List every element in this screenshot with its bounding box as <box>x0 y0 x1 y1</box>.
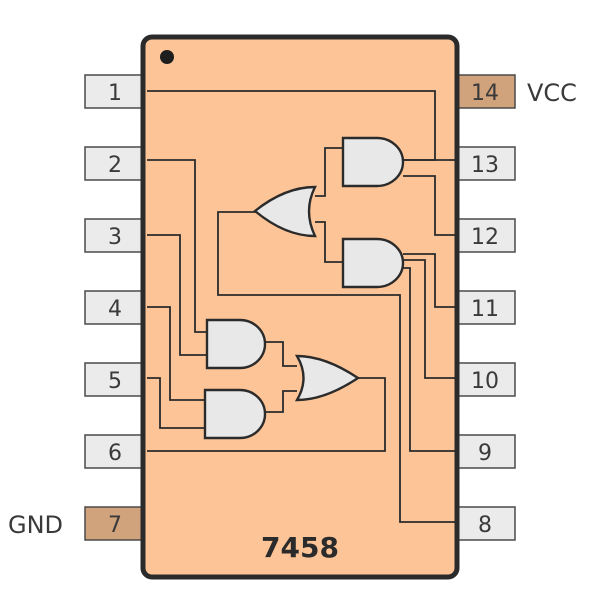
pin-1-box <box>84 74 146 109</box>
pin-5-number: 5 <box>108 369 122 394</box>
and-gate-3 <box>341 136 405 188</box>
and-gate-2 <box>203 388 267 440</box>
pin-12-number: 12 <box>471 225 499 250</box>
and-gate-1 <box>205 318 267 370</box>
pin-12[interactable]: 12 <box>454 218 516 253</box>
or-gate-1 <box>294 354 361 402</box>
pin-10-number: 10 <box>471 369 499 394</box>
left-pins: 1 2 3 4 5 6 7 <box>84 74 146 541</box>
pin-11-number: 11 <box>471 297 499 322</box>
pin-4-number: 4 <box>108 297 122 322</box>
internal-wiring <box>147 90 455 523</box>
vcc-label: VCC <box>527 79 577 107</box>
wire-pin2-and1 <box>147 159 207 333</box>
pin-14-number: 14 <box>471 81 499 106</box>
wire-and4-out-pin9 <box>403 267 455 452</box>
pin-6-number: 6 <box>108 441 122 466</box>
pin-1-marker-dot <box>160 50 174 64</box>
pin-3-box <box>84 218 146 253</box>
part-number-label: 7458 <box>261 531 339 564</box>
pin-7[interactable]: 7 <box>84 506 146 541</box>
wire-and3-in2-pin12 <box>403 175 455 236</box>
pin-7-box <box>84 506 146 541</box>
pin-1-number: 1 <box>108 81 122 106</box>
wire-or2-out-pin8 <box>217 211 455 523</box>
pin-13-number: 13 <box>471 153 499 178</box>
pin-14[interactable]: 14 <box>454 74 516 109</box>
wire-and4-in3-pin10 <box>403 259 455 379</box>
pin-11[interactable]: 11 <box>454 290 516 325</box>
pin-8-box <box>454 506 516 541</box>
pin-4[interactable]: 4 <box>84 290 146 325</box>
pin-2[interactable]: 2 <box>84 146 146 181</box>
pin-9-number: 9 <box>478 441 492 466</box>
pin-1[interactable]: 1 <box>84 74 146 109</box>
wire-or1-out-pin6 <box>147 377 386 452</box>
right-pins: 14 13 12 11 10 9 8 <box>454 74 516 541</box>
pin-2-number: 2 <box>108 153 122 178</box>
pin-3[interactable]: 3 <box>84 218 146 253</box>
or-gate-2 <box>253 185 317 238</box>
pin-6-box <box>84 434 146 469</box>
wire-pin3-and1 <box>147 234 207 356</box>
pin-10-box <box>454 362 516 397</box>
pin-5[interactable]: 5 <box>84 362 146 397</box>
wire-and4-in1 <box>315 221 343 263</box>
pin-5-box <box>84 362 146 397</box>
pin-13[interactable]: 13 <box>454 146 516 181</box>
pin-6[interactable]: 6 <box>84 434 146 469</box>
pin-7-number: 7 <box>108 513 122 538</box>
logic-gates <box>203 136 405 440</box>
pin-2-box <box>84 146 146 181</box>
pin-8-number: 8 <box>478 513 492 538</box>
wire-pin4-and2 <box>147 306 205 401</box>
pin-9-box <box>454 434 516 469</box>
pin-8[interactable]: 8 <box>454 506 516 541</box>
pin-3-number: 3 <box>108 225 122 250</box>
wire-and2-to-or1 <box>265 390 297 413</box>
gnd-label: GND <box>8 511 63 539</box>
pin-11-box <box>454 290 516 325</box>
pin-9[interactable]: 9 <box>454 434 516 469</box>
and-gate-4 <box>341 237 405 289</box>
wire-pin5-and2 <box>147 377 205 429</box>
wire-and1-to-or1 <box>265 341 297 367</box>
wire-and3-in1 <box>315 147 343 197</box>
wire-and4-in2-pin11 <box>403 253 455 308</box>
pin-10[interactable]: 10 <box>454 362 516 397</box>
